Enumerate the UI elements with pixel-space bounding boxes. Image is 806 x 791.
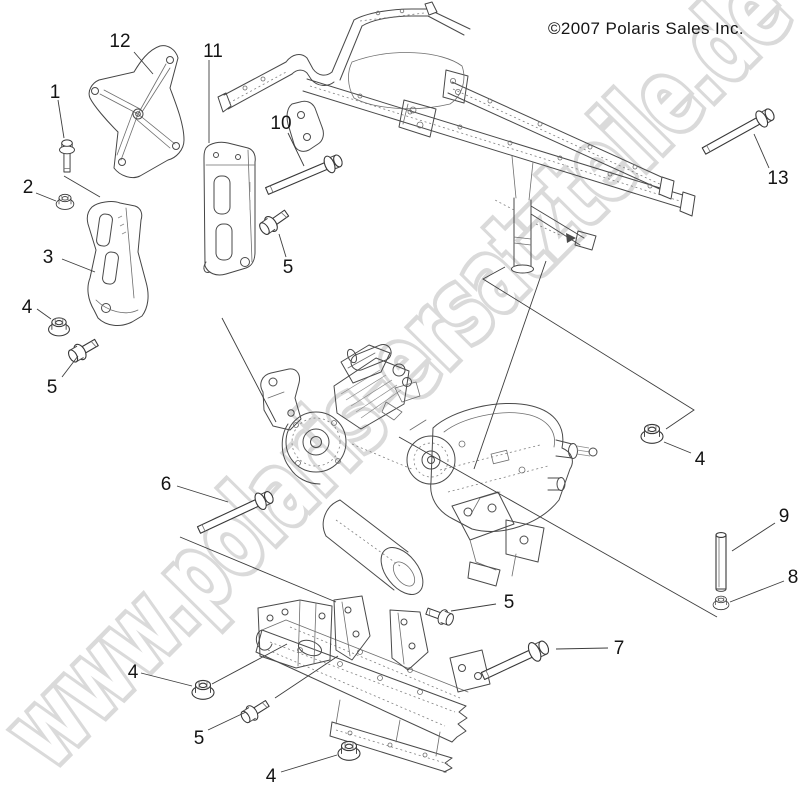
copyright-notice: ©2007 Polaris Sales Inc. — [548, 19, 744, 38]
callout-12: 12 — [109, 31, 130, 52]
engine-assembly — [260, 344, 598, 595]
bolt-13 — [701, 108, 775, 155]
bolt-10 — [265, 154, 343, 195]
callout-13: 13 — [767, 168, 788, 189]
callout-4-left: 4 — [22, 297, 33, 318]
callout-9: 9 — [779, 506, 790, 527]
nut-4-bottom-left — [191, 679, 215, 700]
top-frame — [217, 1, 696, 274]
callout-7: 7 — [614, 638, 625, 659]
bolt-5-mid — [256, 205, 292, 239]
callout-5-bottom: 5 — [194, 728, 205, 749]
nut-8 — [712, 595, 730, 611]
stud-9 — [715, 532, 727, 592]
callout-5-mid: 5 — [283, 257, 294, 278]
bracket-11 — [203, 141, 256, 276]
callout-5-left: 5 — [47, 377, 58, 398]
bracket-3 — [86, 201, 149, 326]
bolt-5-bottom-right — [423, 603, 456, 629]
callout-3: 3 — [43, 247, 54, 268]
bolt-1 — [59, 139, 75, 173]
bolt-5-bottom — [237, 696, 273, 727]
nut-2 — [55, 193, 75, 210]
callout-6: 6 — [161, 474, 172, 495]
callout-8: 8 — [788, 567, 799, 588]
callout-4-bottom-right: 4 — [266, 766, 277, 787]
bottom-frame — [255, 595, 491, 773]
bracket-12 — [88, 45, 185, 179]
callout-5-bottom-right: 5 — [504, 592, 515, 613]
bolt-6 — [196, 491, 274, 534]
callout-1: 1 — [50, 82, 61, 103]
leader-lines — [35, 51, 785, 773]
callout-labels: 1 2 12 3 4 5 11 10 5 13 4 9 8 6 7 5 4 5 … — [22, 31, 799, 787]
callout-4-bottom-left: 4 — [128, 662, 139, 683]
nut-4-right — [640, 423, 664, 444]
callout-2: 2 — [23, 177, 34, 198]
bolt-5-left — [65, 334, 102, 366]
callout-4-right: 4 — [695, 449, 706, 470]
callout-10: 10 — [270, 113, 291, 134]
bolt-7 — [480, 640, 550, 680]
nut-4-left — [48, 317, 70, 337]
callout-11: 11 — [203, 41, 223, 62]
